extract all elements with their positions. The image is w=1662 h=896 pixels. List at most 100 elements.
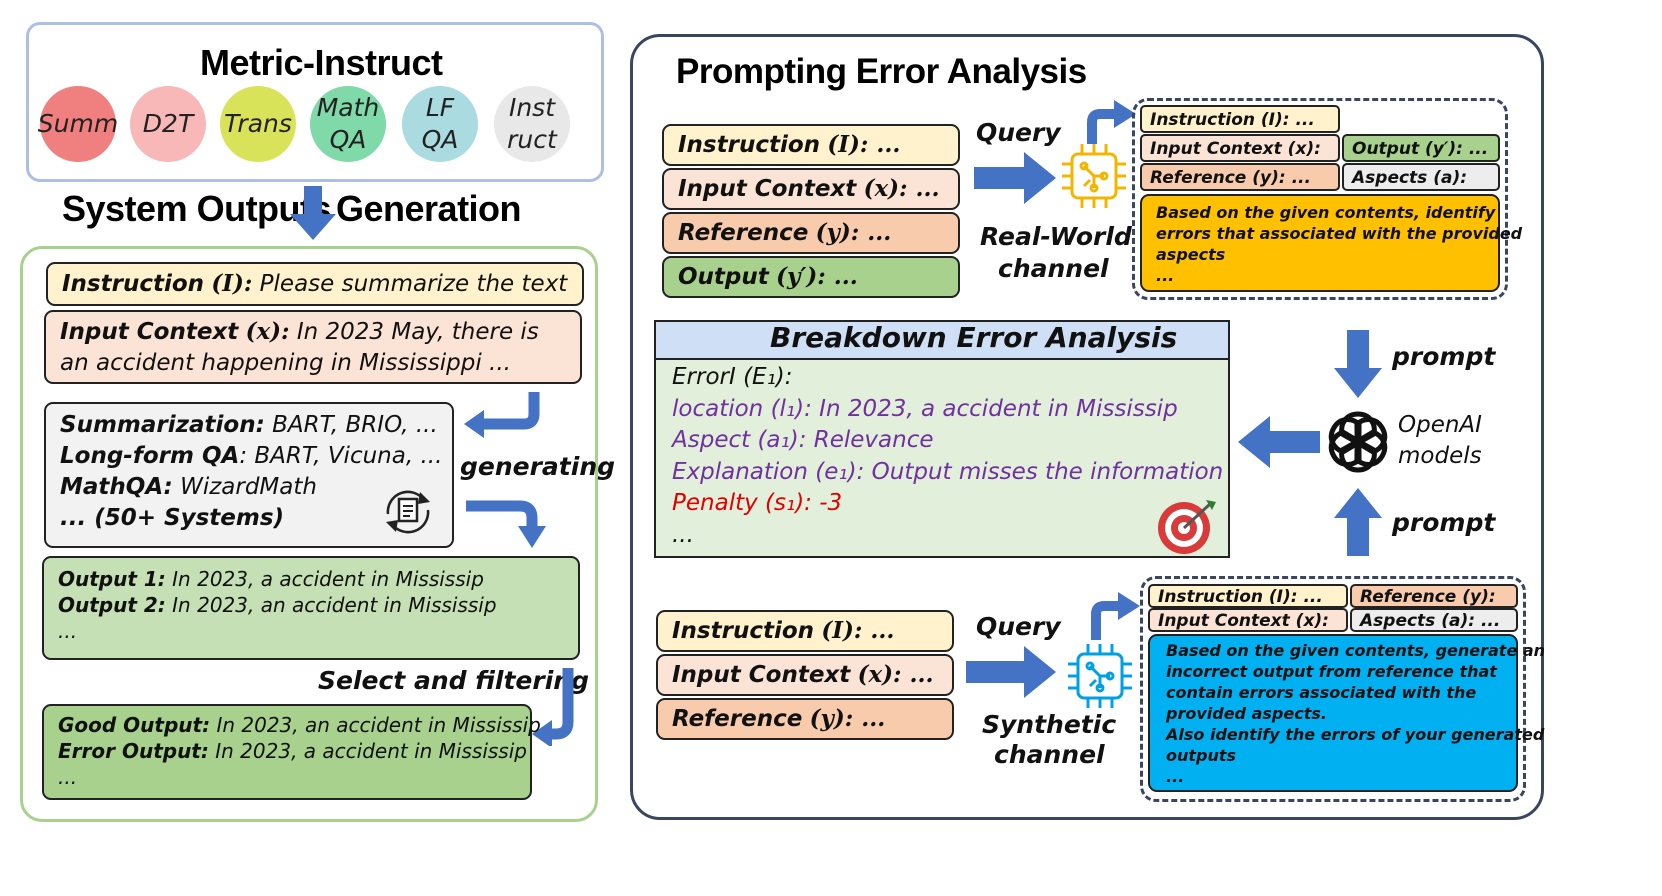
real-input-box-3: Output (y′): ... xyxy=(662,256,960,298)
breakdown-error-line: ErrorI (E₁): xyxy=(672,364,793,390)
up-arrow-icon xyxy=(1334,488,1382,556)
system-value-0: BART, BRIO, ... xyxy=(272,412,438,438)
input-context-text-1: In 2023 May, there is xyxy=(296,319,539,345)
chip-icon xyxy=(1062,144,1126,208)
outputs-box: Output 1: In 2023, a accident in Mississ… xyxy=(42,556,580,660)
metric-instruct-title: Metric-Instruct xyxy=(200,42,443,83)
real-input-box-2: Reference (y): ... xyxy=(662,212,960,254)
task-circle-0: Summ xyxy=(37,86,119,162)
down-arrow-icon xyxy=(290,186,336,240)
error-output-value: In 2023, a accident in Mississip xyxy=(215,739,527,763)
real-input-box-symbol: (y′): ... xyxy=(776,263,858,290)
syn-input-box-symbol: (x): ... xyxy=(857,661,934,688)
instruction-key: Instruction xyxy=(62,271,205,297)
syn-prompt-body-5: Also identify the errors of your generat… xyxy=(1166,725,1545,744)
chip-icon-2 xyxy=(1068,644,1132,708)
metric-instruct-panel xyxy=(26,22,604,182)
syn-input-box-0: Instruction (I): ... xyxy=(656,610,954,652)
input-context-symbol: (x): xyxy=(245,318,290,345)
task-label: Math xyxy=(316,93,380,122)
filtered-outputs-box: Good Output: In 2023, an accident in Mis… xyxy=(42,704,541,800)
breakdown-penalty-line: Penalty (s₁): -3 xyxy=(672,490,843,516)
syn-input-box-key: Instruction xyxy=(672,618,815,644)
syn-prompt-body-7: ... xyxy=(1166,767,1185,786)
systems-box: Summarization: BART, BRIO, ... Long-form… xyxy=(44,402,454,548)
real-prompt-body-2: errors that associated with the provided xyxy=(1156,224,1523,243)
instruction-symbol: (I): xyxy=(211,270,253,297)
systems-more: ... (50+ Systems) xyxy=(60,505,285,531)
task-label: ruct xyxy=(507,125,557,154)
task-circle-5: Inst ruct xyxy=(494,86,570,162)
system-key-1: Long-form QA xyxy=(60,443,240,469)
system-outputs-label: System Outputs xyxy=(62,188,332,229)
task-label: Inst xyxy=(508,93,556,122)
output-key-1: Output 2: xyxy=(58,593,166,617)
real-prompt-aspects: Aspects (a): ... xyxy=(1342,163,1500,212)
task-label: LF xyxy=(425,93,455,122)
refresh-document-icon xyxy=(386,490,430,534)
syn-input-box-key: Reference xyxy=(672,706,803,732)
instruction-box: Instruction (I): Please summarize the te… xyxy=(46,262,584,306)
real-prompt-output: Output (y′): ... xyxy=(1342,134,1500,162)
syn-input-box-symbol: (I): ... xyxy=(821,617,895,644)
system-value-1: : BART, Vicuna, ... xyxy=(239,443,443,469)
syn-input-box-symbol: (y): ... xyxy=(809,705,886,732)
query-label-1: Query xyxy=(976,118,1061,147)
real-input-box-symbol: (x): ... xyxy=(863,175,940,202)
target-icon xyxy=(1158,500,1216,554)
prompt-label-top: prompt xyxy=(1392,342,1496,371)
prompt-label-bottom: prompt xyxy=(1392,508,1496,537)
breakdown-header xyxy=(656,322,1228,360)
up-right-arrow-icon-1 xyxy=(1087,100,1136,144)
input-context-key: Input Context xyxy=(60,319,239,345)
curved-arrow-icon-1 xyxy=(464,392,540,438)
outputs-more: ... xyxy=(58,619,78,643)
system-value-2: WizardMath xyxy=(180,474,317,500)
real-prompt-input: Input Context (x): ... xyxy=(1140,134,1340,183)
task-label: D2T xyxy=(142,109,194,138)
input-context-box: Input Context (x): In 2023 May, there is… xyxy=(44,310,582,384)
breakdown-location-line: location (l₁): In 2023, a accident in Mi… xyxy=(672,395,1178,422)
task-circle-1: D2T xyxy=(130,86,206,162)
task-label: QA xyxy=(329,125,367,154)
real-prompt-reference: Reference (y): ... xyxy=(1140,163,1340,191)
syn-input-box-key: Input Context xyxy=(672,662,851,688)
synthetic-prompt-panel xyxy=(1140,576,1526,802)
task-circle-2: Trans xyxy=(220,86,296,162)
real-prompt-body-4: ... xyxy=(1156,266,1175,285)
query-label-2: Query xyxy=(976,612,1061,641)
syn-prompt-input: Input Context (x): ... xyxy=(1148,608,1348,651)
real-prompt-body-3: aspects xyxy=(1156,245,1226,264)
output-key-0: Output 1: xyxy=(58,567,166,591)
up-right-arrow-icon-2 xyxy=(1091,592,1140,640)
breakdown-explanation-line: Explanation (e₁): Output misses the info… xyxy=(672,458,1224,485)
syn-input-box-1: Input Context (x): ... xyxy=(656,654,954,696)
syn-prompt-body-4: provided aspects. xyxy=(1166,704,1327,723)
real-prompt-body: Based on the given contents, identify er… xyxy=(1140,194,1523,292)
real-input-box-symbol: (y): ... xyxy=(815,219,892,246)
error-output-key: Error Output: xyxy=(58,739,209,763)
right-arrow-icon-2 xyxy=(966,646,1056,698)
instruction-text: Please summarize the text xyxy=(259,271,568,297)
breakdown-content: ErrorI (E₁): location (l₁): In 2023, a a… xyxy=(672,362,1223,551)
syn-prompt-body-3: contain errors associated with the xyxy=(1166,683,1477,702)
syn-prompt-body: Based on the given contents, generate an… xyxy=(1148,634,1545,792)
real-input-box-key: Instruction xyxy=(678,132,821,158)
real-prompt-instruction: Instruction (I): ... xyxy=(1140,105,1340,133)
openai-logo-icon xyxy=(1328,411,1388,473)
task-label: Summ xyxy=(37,109,119,138)
breakdown-more: ... xyxy=(672,521,694,548)
real-input-box-key: Reference xyxy=(678,220,809,246)
down-arrow-icon-2 xyxy=(1334,330,1382,398)
input-context-text-2: an accident happening in Mississippi ... xyxy=(60,350,511,376)
system-outputs-panel xyxy=(20,246,598,822)
real-input-box-key: Output xyxy=(678,264,769,290)
openai-label-1: OpenAI xyxy=(1398,412,1482,438)
prompting-panel xyxy=(630,34,1544,820)
syn-prompt-instruction: Instruction (I): ... xyxy=(1148,584,1348,608)
syn-prompt-aspects: Aspects (a): ... xyxy=(1350,608,1518,632)
syn-prompt-reference: Reference (y): ... xyxy=(1350,584,1518,627)
openai-label: OpenAI models xyxy=(1398,410,1482,472)
